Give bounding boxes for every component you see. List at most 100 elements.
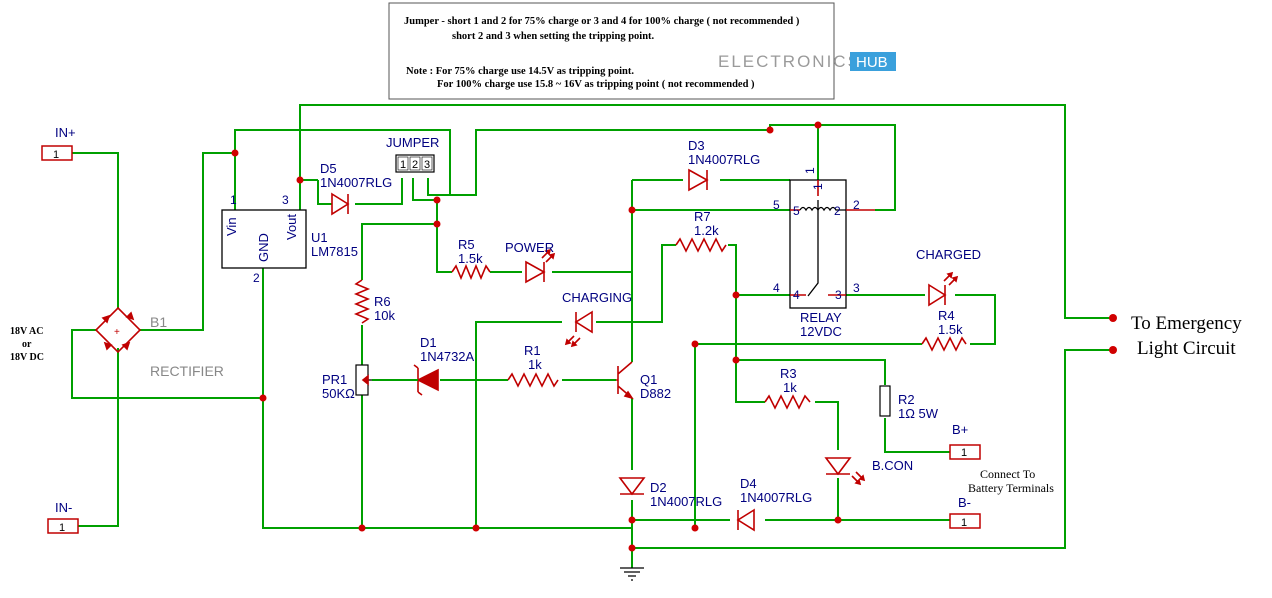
resistor-r6: R6 10k bbox=[353, 279, 395, 324]
svg-text:+: + bbox=[114, 327, 120, 338]
r5-value: 1.5k bbox=[458, 251, 483, 266]
logo-badge bbox=[850, 52, 896, 71]
supply-line-2: or bbox=[22, 339, 32, 350]
b1-name: RECTIFIER bbox=[150, 363, 224, 379]
output-line-1: To Emergency bbox=[1131, 313, 1242, 334]
pr1-value: 50KΩ bbox=[322, 386, 355, 401]
relay-pin4-outer: 4 bbox=[773, 281, 780, 295]
in-plus-label: IN+ bbox=[55, 125, 76, 140]
ground-icon bbox=[620, 567, 644, 581]
relay-rating: 12VDC bbox=[800, 324, 842, 339]
charging-led-label: CHARGING bbox=[562, 290, 632, 305]
diode-d5: D5 1N4007RLG bbox=[317, 161, 392, 216]
q1-part: D882 bbox=[640, 386, 671, 401]
resistor-r1: R1 1k bbox=[507, 343, 559, 388]
d1-ref: D1 bbox=[420, 335, 437, 350]
b-minus-label: B- bbox=[958, 495, 971, 510]
pr1-ref: PR1 bbox=[322, 372, 347, 387]
led-power: POWER bbox=[505, 240, 556, 284]
u1-pin1: 1 bbox=[230, 193, 237, 207]
u1-pin2: 2 bbox=[253, 271, 260, 285]
u1-pin3: 3 bbox=[282, 193, 289, 207]
relay-pin5-inner: 5 bbox=[793, 204, 800, 218]
resistor-r7: R7 1.2k bbox=[675, 209, 727, 253]
r4-ref: R4 bbox=[938, 308, 955, 323]
note-box: Jumper - short 1 and 2 for 75% charge or… bbox=[388, 2, 835, 100]
resistor-r2: R2 1Ω 5W bbox=[879, 385, 939, 421]
output-line-2: Light Circuit bbox=[1137, 338, 1236, 359]
relay-pin2-outer: 2 bbox=[853, 198, 860, 212]
relay: 1 1 5 5 2 2 4 4 3 3 RELAY 12VDC bbox=[773, 167, 875, 339]
b-minus-pin: 1 bbox=[961, 517, 967, 529]
r3-value: 1k bbox=[783, 380, 797, 395]
connector-in-minus: IN- 1 bbox=[47, 500, 79, 534]
d5-part: 1N4007RLG bbox=[320, 175, 392, 190]
note-line-3: Note : For 75% charge use 14.5V as tripp… bbox=[406, 66, 634, 77]
r2-ref: R2 bbox=[898, 392, 915, 407]
r6-value: 10k bbox=[374, 308, 395, 323]
battery-note-line-2: Battery Terminals bbox=[968, 481, 1054, 495]
u1-gnd: GND bbox=[256, 233, 271, 262]
jumper-pin1: 1 bbox=[400, 159, 406, 171]
relay-pin1-outer: 1 bbox=[803, 167, 817, 174]
b-plus-pin: 1 bbox=[961, 447, 967, 459]
charged-led-label: CHARGED bbox=[916, 247, 981, 262]
jumper-header: JUMPER 1 2 3 bbox=[386, 135, 439, 173]
d2-ref: D2 bbox=[650, 480, 667, 495]
r7-ref: R7 bbox=[694, 209, 711, 224]
supply-line-1: 18V AC bbox=[10, 326, 43, 337]
led-charged: CHARGED bbox=[916, 247, 981, 307]
bcon-led-label: B.CON bbox=[872, 458, 913, 473]
d5-ref: D5 bbox=[320, 161, 337, 176]
r7-value: 1.2k bbox=[694, 223, 719, 238]
r3-ref: R3 bbox=[780, 366, 797, 381]
r1-ref: R1 bbox=[524, 343, 541, 358]
u1-vin: Vin bbox=[224, 217, 239, 236]
potentiometer-pr1: PR1 50KΩ bbox=[322, 364, 372, 401]
electronics-hub-logo: ELECTRONICS HUB bbox=[718, 52, 896, 71]
u1-ref: U1 bbox=[311, 230, 328, 245]
relay-pin4-inner: 4 bbox=[793, 288, 800, 302]
supply-label: 18V AC or 18V DC bbox=[10, 326, 44, 363]
relay-name: RELAY bbox=[800, 310, 842, 325]
r2-value: 1Ω 5W bbox=[898, 406, 939, 421]
resistor-r3: R3 1k bbox=[764, 366, 811, 410]
logo-badge-text: HUB bbox=[856, 54, 888, 71]
b-plus-label: B+ bbox=[952, 422, 968, 437]
d2-part: 1N4007RLG bbox=[650, 494, 722, 509]
relay-pin3-outer: 3 bbox=[853, 281, 860, 295]
output-label: To Emergency Light Circuit bbox=[1131, 313, 1242, 359]
battery-note-line-1: Connect To bbox=[980, 467, 1035, 481]
d3-part: 1N4007RLG bbox=[688, 152, 760, 167]
in-plus-pin: 1 bbox=[53, 149, 59, 161]
jumper-pin2: 2 bbox=[412, 159, 418, 171]
b1-ref: B1 bbox=[150, 314, 167, 330]
d1-part: 1N4732A bbox=[420, 349, 475, 364]
regulator-u1: Vin GND Vout 1 3 2 U1 LM7815 bbox=[221, 193, 358, 285]
diode-d3: D3 1N4007RLG bbox=[688, 138, 760, 192]
led-bcon: B.CON bbox=[824, 457, 913, 486]
battery-note: Connect To Battery Terminals bbox=[968, 467, 1054, 495]
connector-in-plus: IN+ 1 bbox=[41, 125, 76, 161]
supply-line-3: 18V DC bbox=[10, 352, 44, 363]
logo-text: ELECTRONICS bbox=[718, 52, 861, 71]
note-line-1: Jumper - short 1 and 2 for 75% charge or… bbox=[404, 16, 800, 27]
u1-vout: Vout bbox=[284, 214, 299, 240]
u1-part: LM7815 bbox=[311, 244, 358, 259]
relay-pin3-inner: 3 bbox=[835, 288, 842, 302]
junction-dots bbox=[231, 121, 1117, 552]
d4-ref: D4 bbox=[740, 476, 757, 491]
bridge-rectifier-b1: + B1 RECTIFIER bbox=[94, 306, 224, 379]
jumper-label: JUMPER bbox=[386, 135, 439, 150]
resistor-r4: R4 1.5k bbox=[921, 308, 967, 352]
connector-battery-minus: B- 1 bbox=[949, 495, 981, 529]
in-minus-pin: 1 bbox=[59, 522, 65, 534]
r6-ref: R6 bbox=[374, 294, 391, 309]
q1-ref: Q1 bbox=[640, 372, 657, 387]
led-charging: CHARGING bbox=[562, 290, 632, 348]
in-minus-label: IN- bbox=[55, 500, 72, 515]
power-led-label: POWER bbox=[505, 240, 554, 255]
note-line-2: short 2 and 3 when setting the tripping … bbox=[452, 31, 655, 42]
